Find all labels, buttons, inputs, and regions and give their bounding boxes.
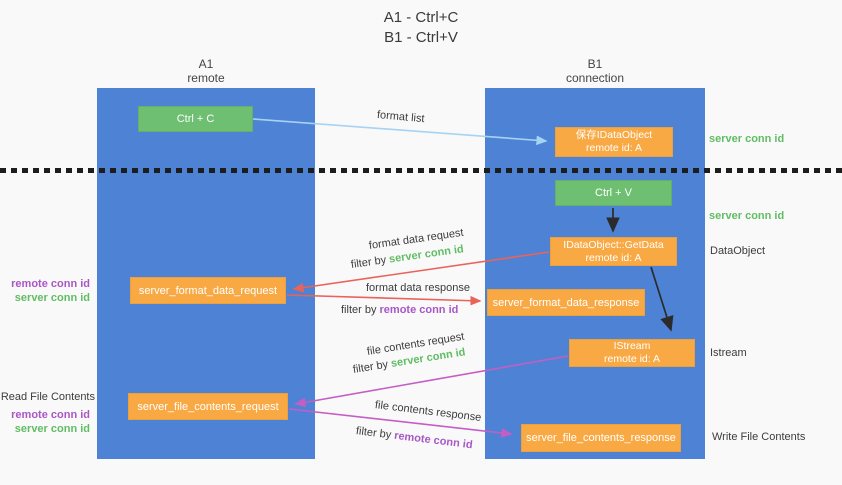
label-filter-by-remote-conn-id-2: filter by remote conn id bbox=[355, 425, 473, 451]
label-file-contents-response: file contents response bbox=[374, 399, 482, 424]
label-write-file-contents: Write File Contents bbox=[712, 431, 806, 443]
node-format-response-label: server_format_data_response bbox=[492, 296, 640, 309]
filter-by-text: filter by bbox=[341, 304, 380, 316]
filter-by-text: filter by bbox=[352, 358, 392, 376]
label-left-server-conn-id-1: server conn id bbox=[14, 292, 90, 304]
node-ctrl-c: Ctrl + C bbox=[138, 106, 253, 132]
node-file-response-label: server_file_contents_response bbox=[526, 432, 676, 444]
label-left-server-conn-id-2: server conn id bbox=[14, 423, 90, 435]
node-istream: IStream remote id: A bbox=[569, 339, 695, 367]
node-file-request-label: server_file_contents_request bbox=[137, 400, 279, 413]
node-ctrl-v: Ctrl + V bbox=[555, 180, 672, 206]
node-getdata-line2: remote id: A bbox=[585, 251, 642, 264]
filter-by-text: filter by bbox=[355, 425, 395, 442]
diagram-title: A1 - Ctrl+C B1 - Ctrl+V bbox=[0, 8, 842, 48]
label-left-remote-conn-id-2: remote conn id bbox=[11, 409, 90, 421]
node-save-idataobject: 保存IDataObject remote id: A bbox=[555, 127, 673, 157]
node-istream-line1: IStream bbox=[613, 340, 651, 352]
column-header-b1: B1 connection bbox=[485, 57, 705, 85]
label-filter-by-server-conn-id-1: filter by server conn id bbox=[350, 243, 464, 271]
node-server-file-contents-response: server_file_contents_response bbox=[521, 424, 681, 452]
node-istream-line2: remote id: A bbox=[603, 353, 661, 365]
copy-paste-divider-line bbox=[0, 168, 842, 173]
filter-by-text: filter by bbox=[350, 253, 390, 271]
node-ctrl-c-label: Ctrl + C bbox=[176, 113, 215, 125]
column-b1-name: B1 bbox=[587, 57, 603, 71]
node-idataobject-getdata: IDataObject::GetData remote id: A bbox=[550, 237, 677, 266]
label-format-list: format list bbox=[376, 109, 426, 126]
label-dataobject: DataObject bbox=[710, 245, 766, 257]
node-server-format-data-response: server_format_data_response bbox=[487, 289, 645, 316]
label-read-file-contents: Read File Contents bbox=[0, 391, 95, 403]
node-save-idataobject-line1: 保存IDataObject bbox=[575, 129, 653, 141]
node-server-file-contents-request: server_file_contents_request bbox=[128, 393, 288, 420]
label-right-server-conn-id-1: server conn id bbox=[709, 133, 785, 145]
label-filter-by-remote-conn-id-1: filter by remote conn id bbox=[341, 304, 458, 316]
label-right-server-conn-id-2: server conn id bbox=[709, 210, 785, 222]
remote-conn-id-text: remote conn id bbox=[393, 429, 474, 452]
title-line-2: B1 - Ctrl+V bbox=[384, 29, 458, 46]
label-format-data-response: format data response bbox=[366, 282, 470, 294]
node-server-format-data-request: server_format_data_request bbox=[130, 277, 286, 304]
column-a1-name: A1 bbox=[198, 57, 214, 71]
column-b1-subtitle: connection bbox=[565, 71, 625, 85]
arrow-format-data-response bbox=[286, 294, 482, 306]
node-getdata-line1: IDataObject::GetData bbox=[563, 238, 664, 251]
column-header-a1: A1 remote bbox=[97, 57, 315, 85]
remote-conn-id-text: remote conn id bbox=[379, 304, 459, 316]
label-istream: Istream bbox=[710, 347, 747, 359]
column-a1-subtitle: remote bbox=[187, 71, 225, 85]
node-format-request-label: server_format_data_request bbox=[138, 284, 278, 297]
title-line-1: A1 - Ctrl+C bbox=[383, 9, 459, 26]
label-left-remote-conn-id-1: remote conn id bbox=[11, 278, 90, 290]
node-ctrl-v-label: Ctrl + V bbox=[595, 187, 632, 199]
node-save-idataobject-line2: remote id: A bbox=[585, 142, 643, 154]
